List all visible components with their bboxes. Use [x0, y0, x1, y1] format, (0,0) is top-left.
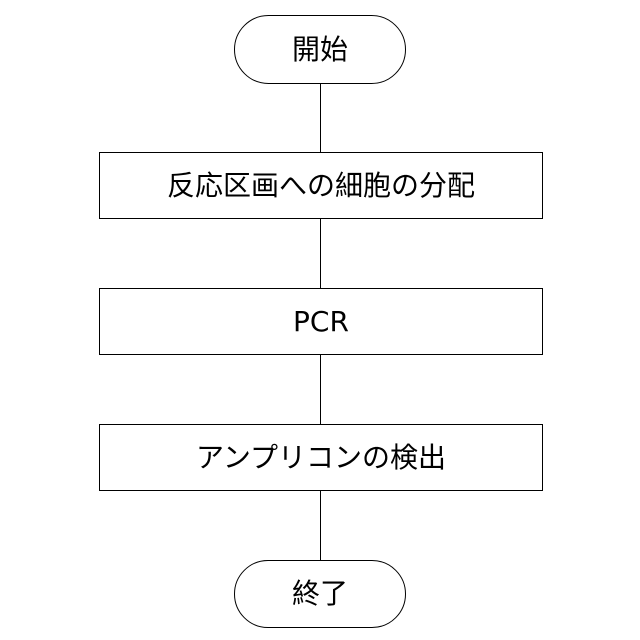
- connector-step1-to-step2: [320, 218, 321, 288]
- step-detect-amplicon: アンプリコンの検出: [99, 424, 543, 491]
- connector-start-to-step1: [320, 84, 321, 152]
- step-detect-amplicon-label: アンプリコンの検出: [196, 444, 446, 472]
- start-label: 開始: [292, 36, 348, 64]
- end-terminal: 終了: [234, 560, 406, 628]
- connector-step2-to-step3: [320, 354, 321, 424]
- step-distribute-cells: 反応区画への細胞の分配: [99, 152, 543, 219]
- start-terminal: 開始: [234, 15, 406, 84]
- step-distribute-cells-label: 反応区画への細胞の分配: [167, 172, 475, 200]
- end-label: 終了: [292, 580, 348, 608]
- connector-step3-to-end: [320, 491, 321, 560]
- step-pcr: PCR: [99, 288, 543, 355]
- step-pcr-label: PCR: [293, 308, 349, 336]
